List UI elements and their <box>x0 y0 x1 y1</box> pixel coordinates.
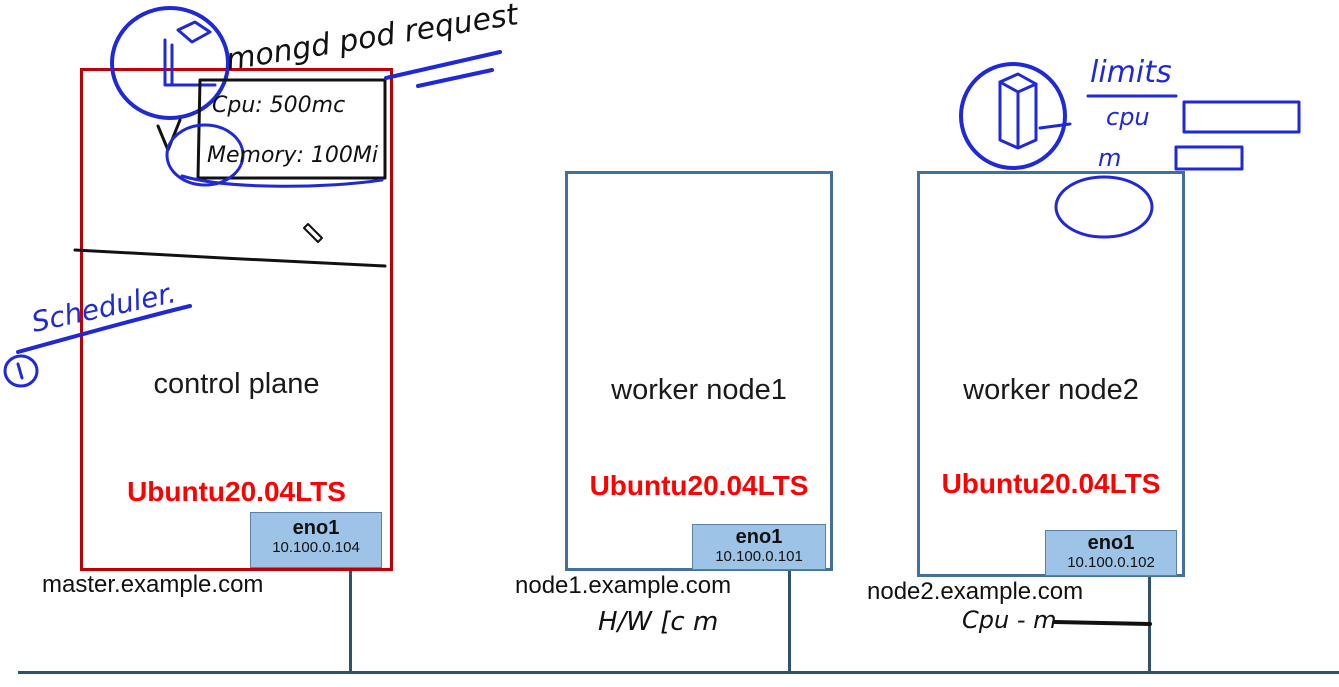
node2-pod-circle <box>959 62 1067 170</box>
os-label: Ubuntu20.04LTS <box>589 470 809 501</box>
bottom-right-annotation: Cpu - m <box>962 606 1057 634</box>
node-title: control plane <box>153 368 320 400</box>
hw-annotation: H/W [c m <box>598 607 718 637</box>
nic-ip: 10.100.0.101 <box>715 548 803 565</box>
nic-name: eno1 <box>1087 532 1135 554</box>
hostname-master: master.example.com <box>42 571 264 598</box>
control-plane-node: control plane Ubuntu20.04LTS <box>80 68 393 571</box>
wire-control-plane <box>349 571 352 672</box>
os-label: Ubuntu20.04LTS <box>127 476 346 507</box>
limits-memory-annotation: m <box>1098 144 1121 172</box>
hostname-node1: node1.example.com <box>515 572 732 599</box>
nic-name: eno1 <box>292 517 340 539</box>
limits-cpu-box <box>1182 100 1301 134</box>
nic-eno1-worker-node2: eno1 10.100.0.102 <box>1045 530 1177 576</box>
node-title: worker node2 <box>963 374 1139 406</box>
scheduler-circle-icon <box>3 354 39 388</box>
limits-annotation: limits <box>1090 55 1172 90</box>
nic-ip: 10.100.0.104 <box>272 539 360 556</box>
hostname-node2: node2.example.com <box>867 578 1084 605</box>
node-title: worker node1 <box>611 374 787 406</box>
pod-request-annotation: mongd pod request <box>224 0 522 78</box>
pod-underline-1 <box>384 50 502 80</box>
worker-node1: worker node1 Ubuntu20.04LTS <box>565 171 833 571</box>
limits-cpu-annotation: cpu <box>1106 103 1150 131</box>
node2-pod-cube-icon <box>998 72 1038 150</box>
nic-ip: 10.100.0.102 <box>1067 554 1155 571</box>
nic-eno1-control-plane: eno1 10.100.0.104 <box>250 512 382 568</box>
network-bus <box>18 671 1339 674</box>
nic-eno1-worker-node1: eno1 10.100.0.101 <box>692 524 826 570</box>
wire-worker-node2 <box>1148 577 1151 672</box>
bottom-right-dash <box>1053 620 1152 626</box>
pod-underline-2 <box>416 68 494 88</box>
worker-node2: worker node2 Ubuntu20.04LTS <box>917 171 1185 577</box>
os-label: Ubuntu20.04LTS <box>941 468 1161 499</box>
wire-worker-node1 <box>788 571 791 672</box>
nic-name: eno1 <box>735 526 783 548</box>
limits-memory-box <box>1174 145 1244 171</box>
